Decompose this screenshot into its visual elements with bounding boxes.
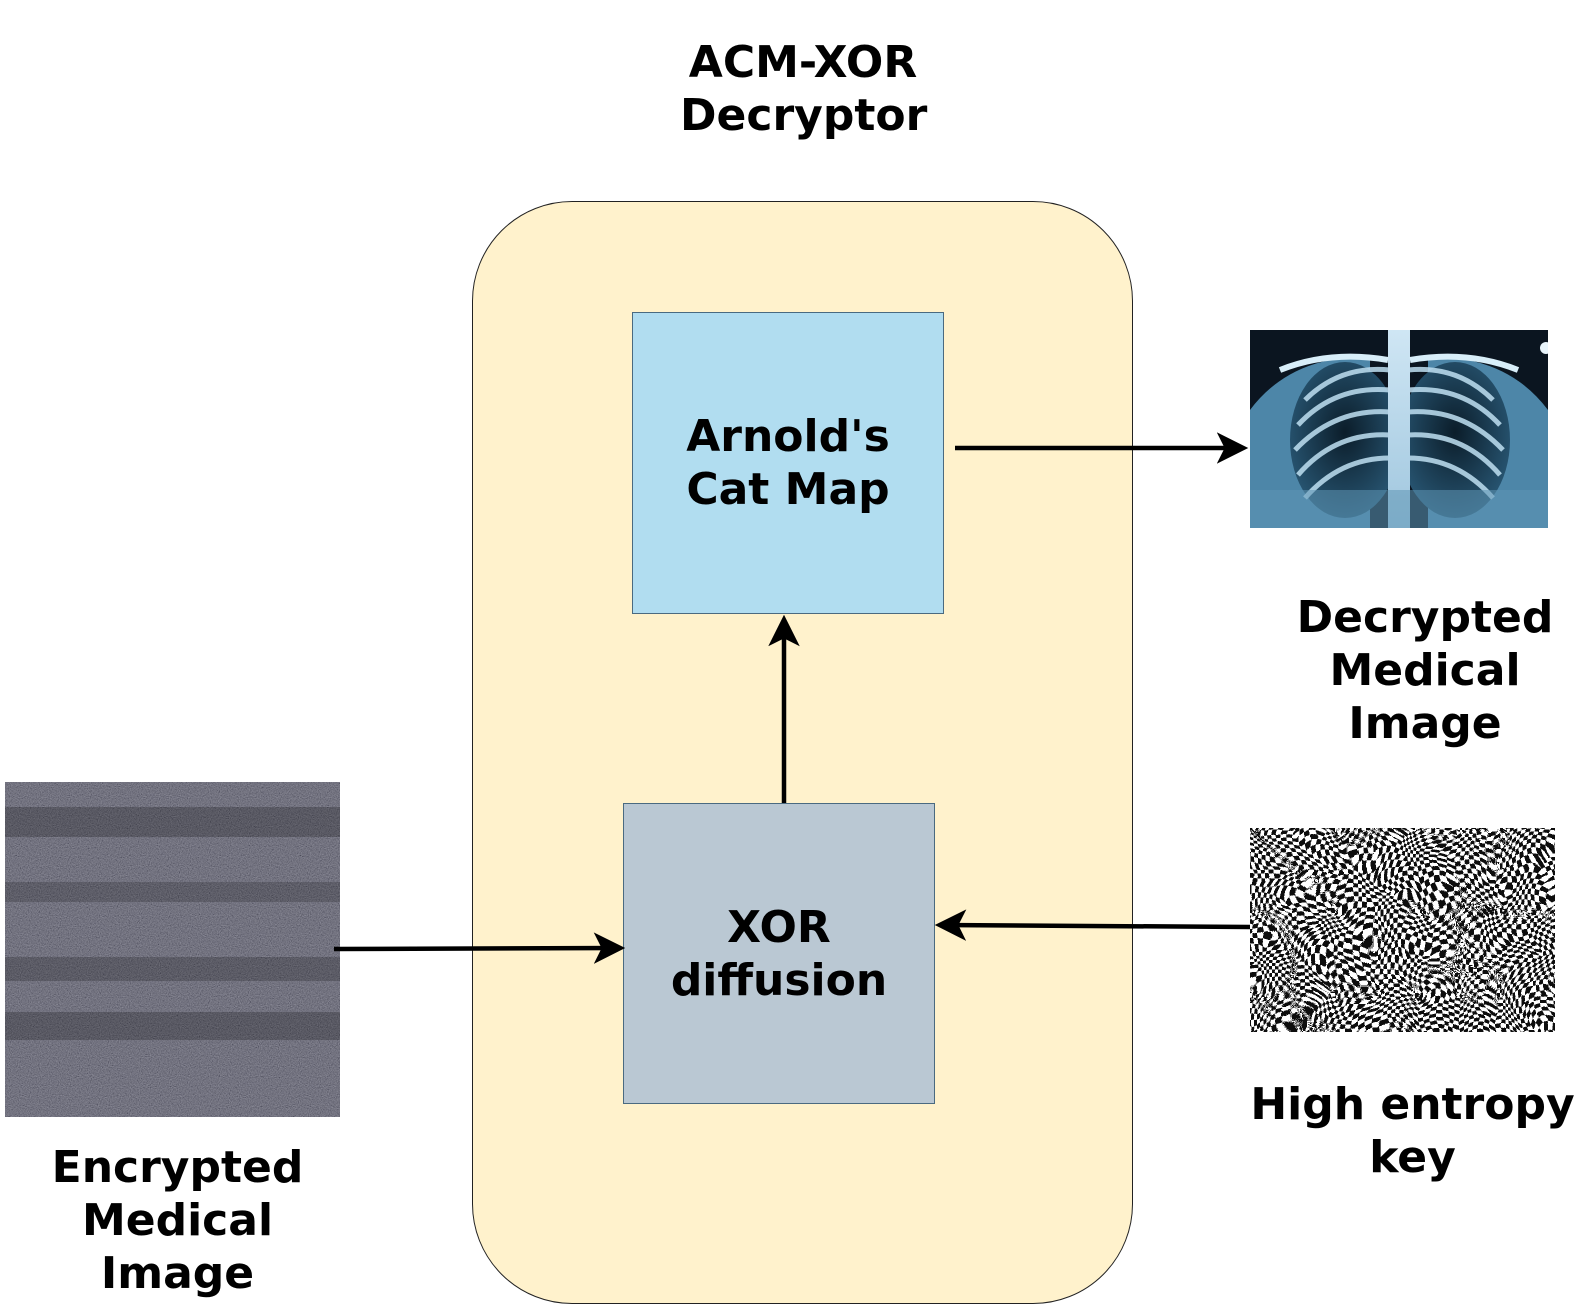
diagram-title: ACM-XOR Decryptor (680, 36, 928, 142)
encrypted-image-label: Encrypted Medical Image (40, 1141, 315, 1300)
decrypted-image-label: Decrypted Medical Image (1270, 591, 1580, 750)
encrypted-label-line-2: Medical (81, 1195, 274, 1246)
key-image (1250, 828, 1555, 1032)
noise-image-icon (5, 782, 340, 1117)
acm-label-line-2: Cat Map (686, 464, 890, 515)
key-image-label: High entropy key (1250, 1078, 1575, 1184)
key-label-line-2: key (1369, 1132, 1456, 1183)
encrypted-label-line-1: Encrypted (51, 1142, 304, 1193)
title-line-1: ACM-XOR (688, 37, 918, 88)
key-label-line-1: High entropy (1250, 1079, 1575, 1130)
decrypted-label-line-2: Medical (1329, 645, 1521, 696)
xor-label-line-1: XOR (727, 901, 831, 953)
decrypted-image (1250, 330, 1548, 528)
decrypted-label-line-1: Decrypted (1296, 592, 1554, 643)
title-line-2: Decryptor (680, 90, 928, 141)
encrypted-image (5, 782, 340, 1117)
checkerboard-pattern-icon (1250, 828, 1555, 1032)
encrypted-label-line-3: Image (100, 1248, 255, 1299)
xor-diffusion-block: XOR diffusion (623, 803, 935, 1104)
decrypted-label-line-3: Image (1348, 698, 1502, 749)
chest-xray-icon (1250, 330, 1548, 528)
acm-label-line-1: Arnold's (686, 411, 890, 462)
arnolds-cat-map-block: Arnold's Cat Map (632, 312, 944, 614)
xor-label-line-2: diffusion (670, 954, 888, 1006)
